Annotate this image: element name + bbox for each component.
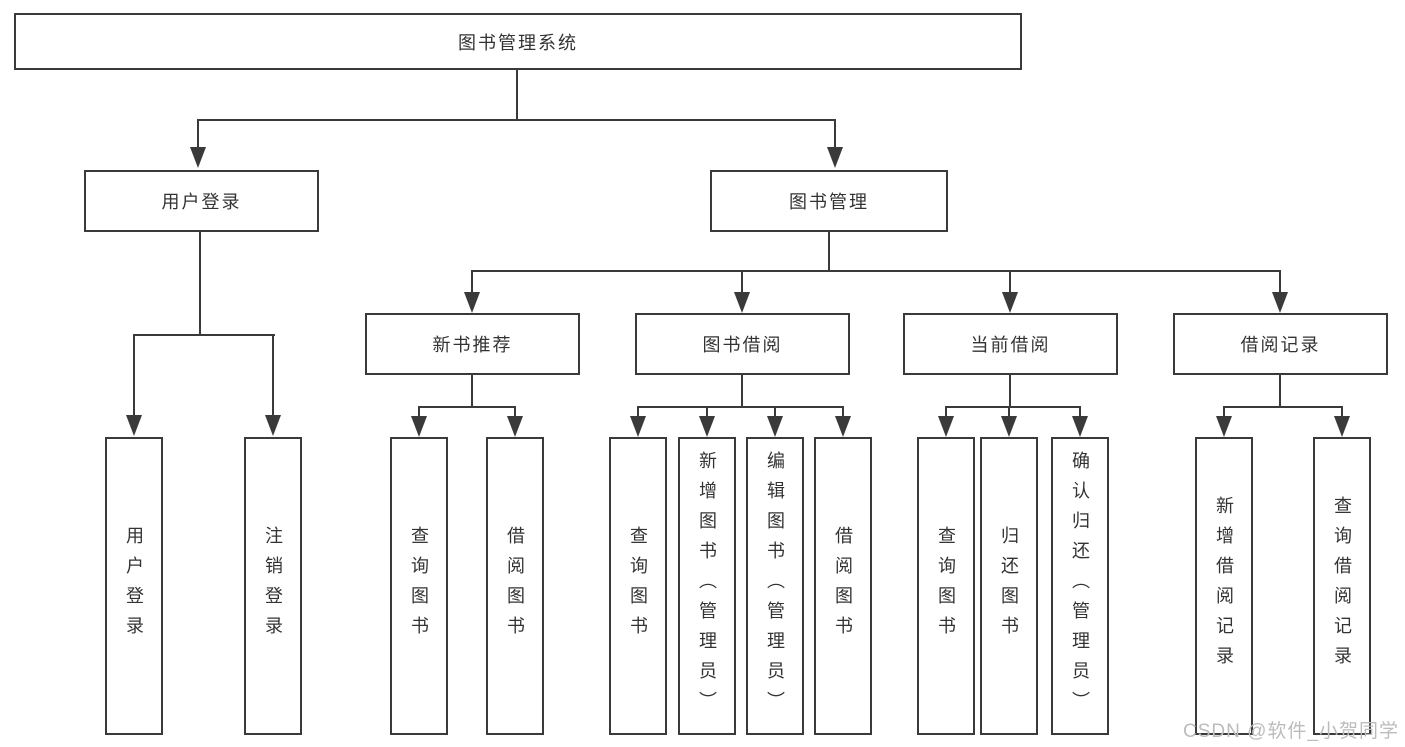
leaf-borrow-books-2: 借阅图书 (814, 437, 872, 735)
arrow-down-icon (1002, 292, 1018, 313)
node-borrowing-records: 借阅记录 (1173, 313, 1388, 375)
arrow-down-icon (835, 416, 851, 437)
leaf-query-borrow-record-label: 查询借阅记录 (1332, 496, 1352, 676)
node-root-label: 图书管理系统 (458, 32, 578, 53)
arrow-down-icon (1334, 416, 1350, 437)
arrow-down-icon (265, 415, 281, 436)
connector-line (945, 406, 1081, 408)
leaf-query-books-2: 查询图书 (609, 437, 667, 735)
connector-line (514, 406, 516, 418)
node-book-management: 图书管理 (710, 170, 948, 232)
node-borrowing-records-label: 借阅记录 (1240, 335, 1321, 355)
leaf-add-books-admin: 新增图书（管理员） (678, 437, 736, 735)
connector-line (471, 270, 473, 293)
connector-line (133, 334, 275, 336)
arrow-down-icon (827, 147, 843, 168)
leaf-edit-books-admin: 编辑图书（管理员） (746, 437, 804, 735)
leaf-query-books-3-label: 查询图书 (936, 526, 956, 646)
arrow-down-icon (126, 415, 142, 436)
arrow-down-icon (190, 147, 206, 168)
node-current-borrowing-label: 当前借阅 (970, 335, 1051, 355)
leaf-add-borrow-record: 新增借阅记录 (1195, 437, 1253, 735)
leaf-logout-label: 注销登录 (263, 526, 283, 646)
connector-line (1223, 406, 1225, 418)
arrow-down-icon (1216, 416, 1232, 437)
leaf-logout: 注销登录 (244, 437, 302, 735)
arrow-down-icon (699, 416, 715, 437)
leaf-query-books-1: 查询图书 (390, 437, 448, 735)
leaf-confirm-return-admin-label: 确认归还（管理员） (1070, 451, 1090, 721)
connector-line (945, 406, 947, 418)
connector-line (418, 406, 420, 418)
leaf-query-borrow-record: 查询借阅记录 (1313, 437, 1371, 735)
connector-line (774, 406, 776, 418)
connector-line (828, 232, 830, 272)
arrow-down-icon (464, 292, 480, 313)
leaf-query-books-2-label: 查询图书 (628, 526, 648, 646)
node-new-book-recommend: 新书推荐 (365, 313, 580, 375)
connector-line (471, 270, 1281, 272)
connector-line (133, 334, 135, 416)
connector-line (471, 375, 473, 408)
connector-line (1341, 406, 1343, 418)
leaf-return-books: 归还图书 (980, 437, 1038, 735)
connector-line (1009, 375, 1011, 408)
connector-line (637, 406, 639, 418)
connector-line (418, 406, 516, 408)
leaf-return-books-label: 归还图书 (999, 526, 1019, 646)
node-book-borrowing: 图书借阅 (635, 313, 850, 375)
arrow-down-icon (1272, 292, 1288, 313)
connector-line (842, 406, 844, 418)
connector-line (1279, 375, 1281, 408)
connector-line (1223, 406, 1343, 408)
arrow-down-icon (1001, 416, 1017, 437)
arrow-down-icon (938, 416, 954, 437)
leaf-edit-books-admin-label: 编辑图书（管理员） (765, 451, 785, 721)
leaf-user-login: 用户登录 (105, 437, 163, 735)
leaf-add-borrow-record-label: 新增借阅记录 (1214, 496, 1234, 676)
arrow-down-icon (630, 416, 646, 437)
connector-line (198, 119, 836, 121)
node-current-borrowing: 当前借阅 (903, 313, 1118, 375)
arrow-down-icon (767, 416, 783, 437)
leaf-query-books-1-label: 查询图书 (409, 526, 429, 646)
connector-line (1008, 406, 1010, 418)
leaf-borrow-books-1-label: 借阅图书 (505, 526, 525, 646)
connector-line (1279, 270, 1281, 293)
connector-line (741, 270, 743, 293)
connector-line (834, 119, 836, 148)
node-new-book-recommend-label: 新书推荐 (432, 335, 513, 355)
arrow-down-icon (507, 416, 523, 437)
leaf-borrow-books-1: 借阅图书 (486, 437, 544, 735)
connector-line (706, 406, 708, 418)
connector-line (1009, 270, 1011, 293)
connector-line (1079, 406, 1081, 418)
csdn-watermark: CSDN @软件_小贺同学 (1183, 721, 1399, 742)
node-user-login-label: 用户登录 (161, 192, 242, 212)
connector-line (516, 70, 518, 120)
leaf-user-login-label: 用户登录 (124, 526, 144, 646)
connector-line (741, 375, 743, 408)
node-user-login: 用户登录 (84, 170, 319, 232)
leaf-query-books-3: 查询图书 (917, 437, 975, 735)
connector-line (272, 334, 274, 416)
node-root: 图书管理系统 (14, 13, 1022, 70)
arrow-down-icon (411, 416, 427, 437)
node-book-borrowing-label: 图书借阅 (702, 335, 783, 355)
arrow-down-icon (1072, 416, 1088, 437)
connector-line (199, 232, 201, 336)
node-book-management-label: 图书管理 (789, 192, 869, 212)
connector-line (637, 406, 844, 408)
leaf-borrow-books-2-label: 借阅图书 (833, 526, 853, 646)
leaf-add-books-admin-label: 新增图书（管理员） (697, 451, 717, 721)
leaf-confirm-return-admin: 确认归还（管理员） (1051, 437, 1109, 735)
connector-line (197, 119, 199, 148)
arrow-down-icon (734, 292, 750, 313)
